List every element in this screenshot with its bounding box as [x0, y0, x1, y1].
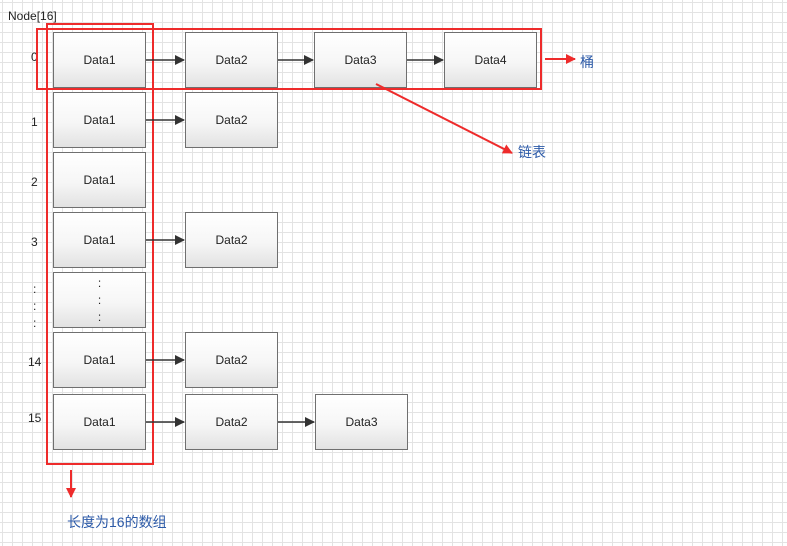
bucket-annotation: 桶 — [580, 54, 594, 70]
index-label-0: 0 — [31, 50, 38, 64]
array-highlight-frame — [46, 23, 154, 465]
row-0-node-3: Data3 — [314, 32, 407, 88]
row-15-node-1: Data1 — [53, 394, 146, 450]
row-1-node-1: Data1 — [53, 92, 146, 148]
row-15-node-2: Data2 — [185, 394, 278, 450]
index-label-1: 1 — [31, 115, 38, 129]
ellipsis-dot-3: : — [97, 309, 102, 324]
linked-list-annotation: 链表 — [518, 144, 546, 160]
row-14-node-2: Data2 — [185, 332, 278, 388]
row-0-node-1: Data1 — [53, 32, 146, 88]
row-0-node-2: Data2 — [185, 32, 278, 88]
ellipsis-dot-2: : — [97, 292, 102, 307]
row-ellipsis-node: : : : — [53, 272, 146, 328]
row-0-node-4: Data4 — [444, 32, 537, 88]
index-label-2: 2 — [31, 175, 38, 189]
row-3-node-1: Data1 — [53, 212, 146, 268]
array-title: Node[16] — [8, 9, 57, 23]
row-1-node-2: Data2 — [185, 92, 278, 148]
index-label-3: 3 — [31, 235, 38, 249]
row-15-node-3: Data3 — [315, 394, 408, 450]
row-14-node-1: Data1 — [53, 332, 146, 388]
index-label-15: 15 — [28, 411, 42, 425]
index-label-14: 14 — [28, 355, 42, 369]
index-ellipsis-2: : — [33, 299, 37, 313]
row-3-node-2: Data2 — [185, 212, 278, 268]
linked-list-pointer-arrow — [375, 83, 513, 154]
bucket-highlight-frame — [36, 28, 542, 90]
ellipsis-dot-1: : — [97, 275, 102, 290]
index-ellipsis-1: : — [33, 282, 37, 296]
row-2-node-1: Data1 — [53, 152, 146, 208]
index-ellipsis-3: : — [33, 316, 37, 330]
array-annotation: 长度为16的数组 — [67, 514, 167, 530]
